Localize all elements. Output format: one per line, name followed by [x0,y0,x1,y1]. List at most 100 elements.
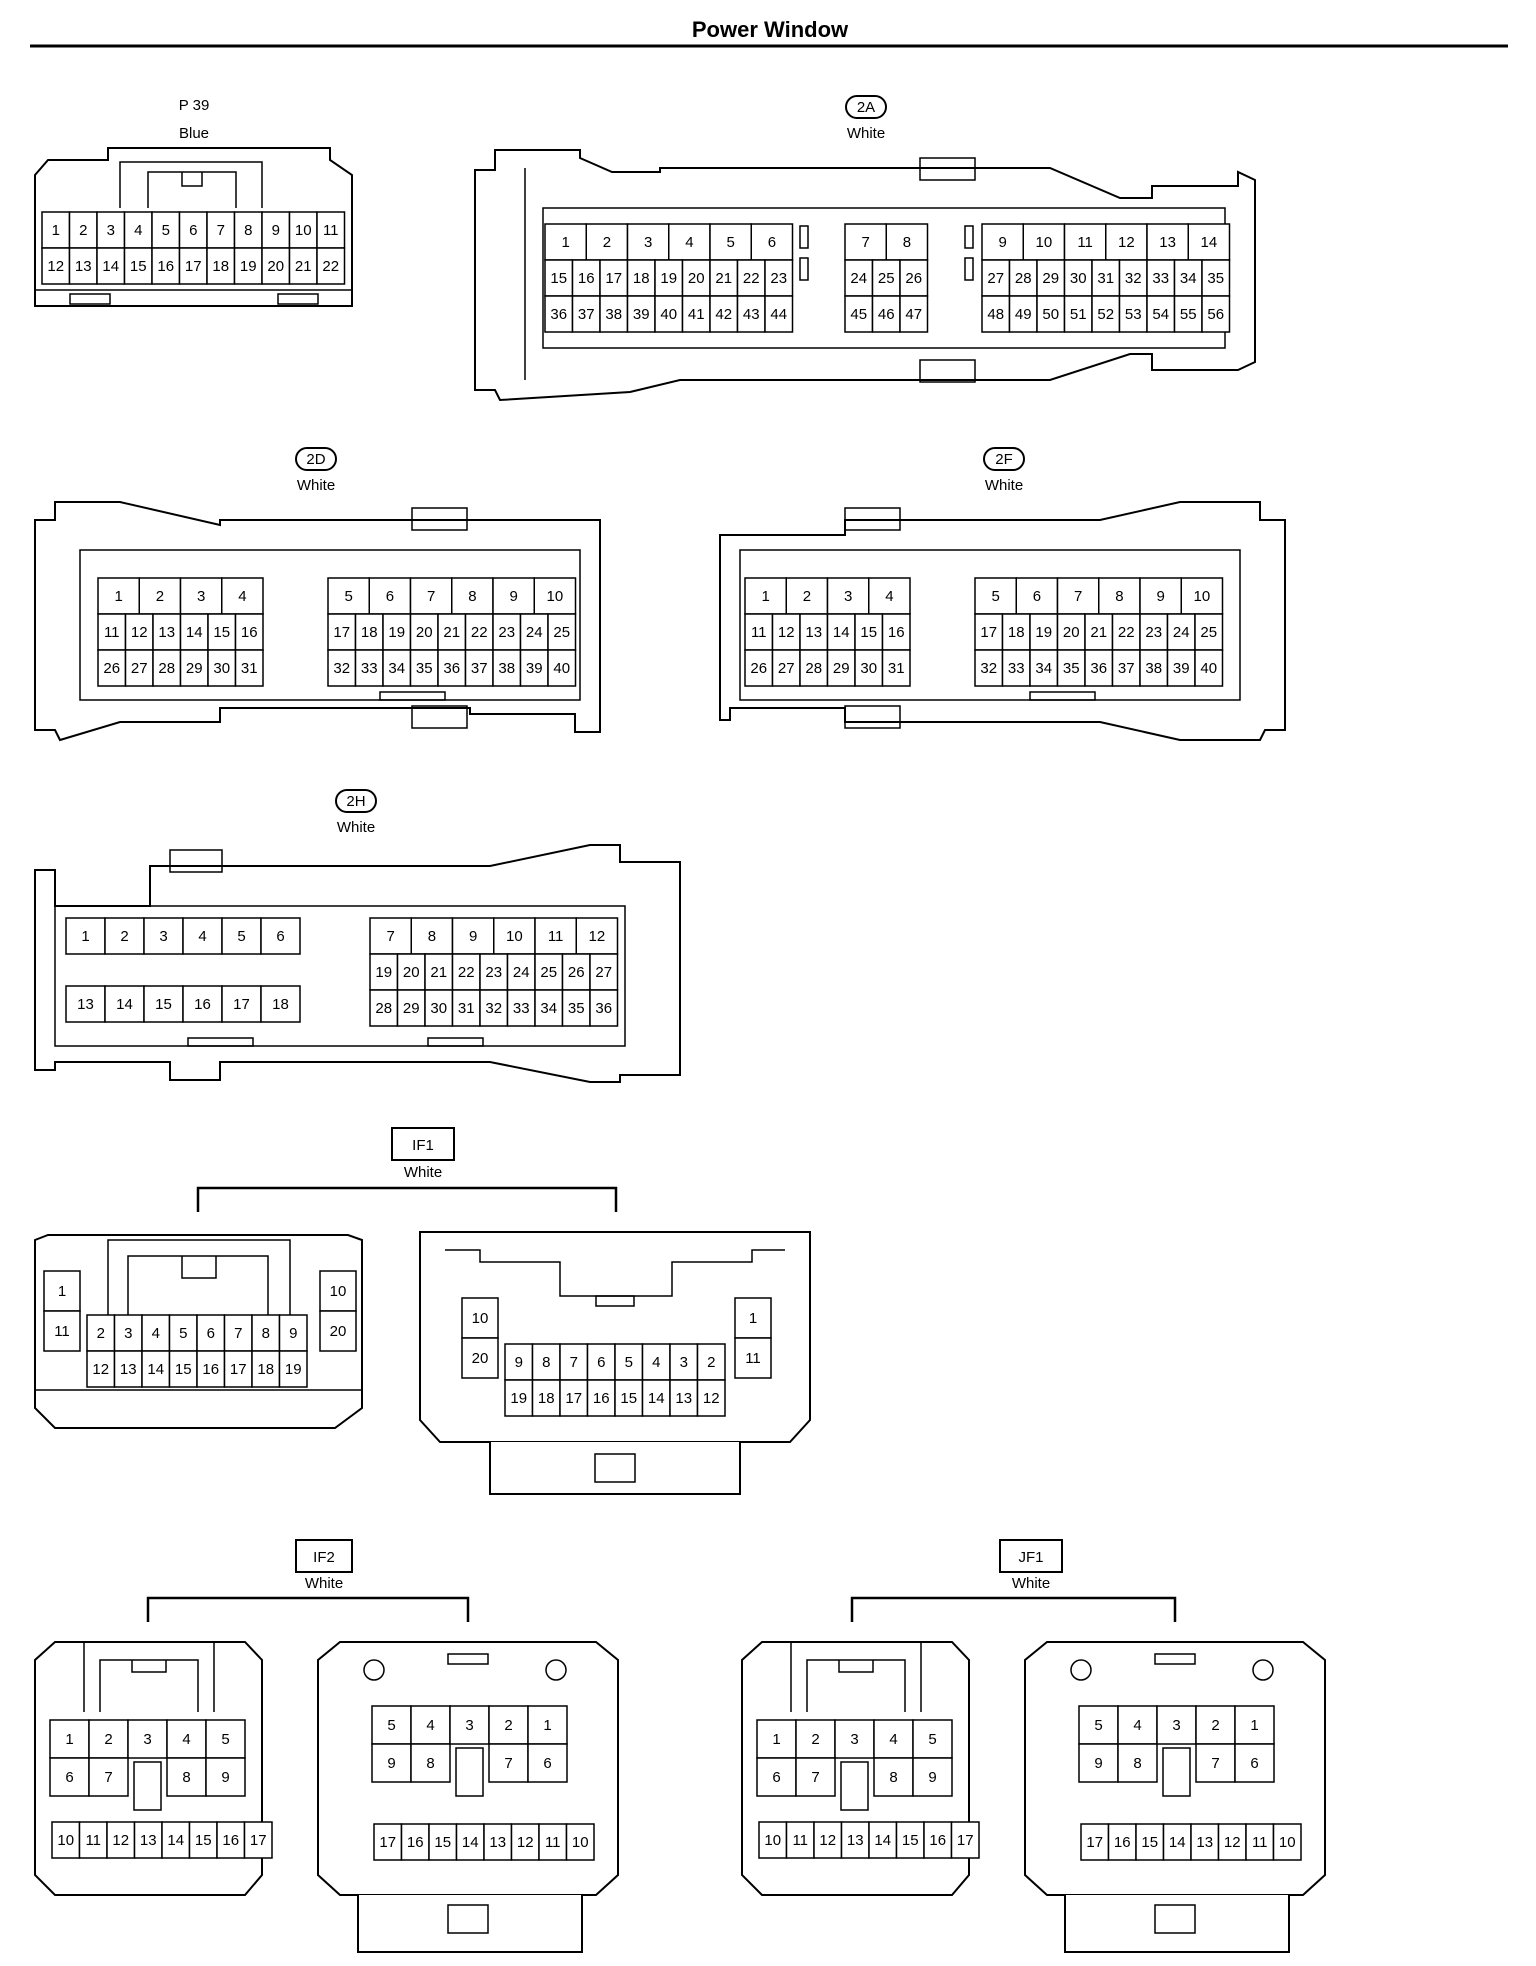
connector-c2a-pin-cell [1146,259,1176,297]
connector-c2a-pin-label: 28 [1015,270,1032,287]
connector-c2d-pin-label: 14 [186,624,203,641]
connector-if2-male-pin-label: 1 [65,1731,73,1748]
connector-p39-color: Blue [179,125,209,142]
connector-jf1-male-pin-cell [756,1757,797,1797]
connector-if2-male-pin-label: 4 [182,1731,190,1748]
connector-c2d-pin-label: 27 [131,660,148,677]
connector-p39-pin-label: 4 [134,222,142,239]
connector-c2f-pin-label: 6 [1033,588,1041,605]
connector-c2f-pin-label: 19 [1035,624,1052,641]
connector-if1-male-pin-cell [141,1350,171,1388]
connector-c2d-pin-cell [327,649,357,687]
connector-p39-pin-cell [68,247,98,285]
connector-if1-male-pin-label: 10 [330,1283,347,1300]
connector-c2d-pin-label: 1 [114,588,122,605]
connector-c2f-pin-label: 12 [778,624,795,641]
connector-c2f-pin-label: 15 [860,624,877,641]
connector-jf1-female-hole-left [1070,1659,1092,1681]
connector-if2-male-pin-label: 2 [104,1731,112,1748]
connector-if1-bracket [196,1186,618,1212]
connector-2f-name: 2F [995,451,1013,468]
connector-p39-pin-cell [123,211,153,249]
connector-if2-female-key [447,1653,489,1665]
connector-2h-color: White [337,819,375,836]
connector-c2a-pin-label: 20 [688,270,705,287]
connector-2d-top-lock [411,507,468,531]
connector-p39-pin-cell [261,211,291,249]
connector-if1-male-pin-cell [278,1350,308,1388]
connector-c2d-pin-label: 19 [388,624,405,641]
connector-jf1-female-pin-cell [1190,1823,1220,1861]
connector-jf1-male-pin-cell [912,1757,953,1797]
connector-c2d-pin-label: 17 [333,624,350,641]
connector-jf1-color: White [1012,1575,1050,1592]
connector-if2-female-pin-cell [371,1743,412,1783]
connector-c2f-pin-cell [1111,613,1141,651]
connector-if2-male-pin-label: 7 [104,1769,112,1786]
connector-if1-female-pin-label: 20 [472,1350,489,1367]
connector-c2f-pin-label: 4 [885,588,893,605]
connector-c2f-pin-label: 9 [1156,588,1164,605]
connector-jf1-male-pin-label: 8 [889,1769,897,1786]
connector-c2h-pin-cell [182,917,223,955]
connector-if2-male-pin-cell [88,1719,129,1759]
connector-c2f-pin-label: 33 [1008,660,1025,677]
connector-if2-female-pin-cell [428,1823,458,1861]
connector-c2a-pin-cell [871,259,901,297]
connector-c2f-pin-label: 14 [833,624,850,641]
connector-if2-female-pin-cell [400,1823,430,1861]
connector-if1-female-pin-cell [461,1297,499,1339]
connector-c2h-pin-label: 3 [159,928,167,945]
connector-c2a-pin-cell [899,259,929,297]
connector-if2-female-pin-cell [371,1705,412,1745]
connector-2d-name: 2D [306,451,325,468]
connector-c2a-pin-label: 42 [715,306,732,323]
connector-if1-female-pin-label: 10 [472,1310,489,1327]
connector-c2h-pin-label: 4 [198,928,206,945]
connector-c2f-pin-cell [771,613,801,651]
connector-2h-name: 2H [346,793,365,810]
connector-c2f-pin-label: 39 [1173,660,1190,677]
connector-c2h-pin-cell [506,989,536,1027]
connector-2d-inner-frame [79,549,581,701]
connector-c2d-pin-label: 30 [213,660,230,677]
connector-c2h-pin-label: 5 [237,928,245,945]
connector-if1-male-pin-label: 18 [257,1361,274,1378]
connector-jf1-name: JF1 [1018,1549,1043,1566]
connector-c2a-pin-label: 46 [878,306,895,323]
connector-if2-female-pin-cell [455,1823,485,1861]
connector-p39-pin-label: 9 [272,222,280,239]
connector-2d-release-slot [379,691,446,701]
connector-c2h-pin-label: 26 [568,964,585,981]
connector-if2-male-latch [83,1641,215,1712]
connector-p39-pin-label: 5 [162,222,170,239]
connector-if1-female-pin-cell [586,1379,616,1417]
connector-if1-male-pin-label: 7 [234,1325,242,1342]
connector-p39-pin-label: 7 [217,222,225,239]
connector-if1-male-pin-cell [251,1314,281,1352]
connector-c2a-pin-label: 45 [850,306,867,323]
connector-if1-male-pin-cell [223,1350,253,1388]
connector-if1-female-pin-cell [461,1337,499,1379]
connector-if1-female-pin-cell [531,1379,561,1417]
connector-c2d-pin-label: 34 [388,660,405,677]
connector-c2a-pin-cell [736,259,766,297]
connector-jf1-male-pin-label: 5 [928,1731,936,1748]
connector-c2a-pin-cell [981,223,1024,261]
connector-c2d-pin-cell [547,613,577,651]
connector-c2a-pin-label: 44 [770,306,787,323]
connector-c2h-pin-label: 8 [428,928,436,945]
connector-c2h-pin-label: 35 [568,1000,585,1017]
connector-c2a-pin-cell [1118,259,1148,297]
connector-c2h-pin-label: 11 [548,928,564,945]
connector-jf1-female-pin-label: 15 [1141,1834,1158,1851]
connector-p39-pin-label: 17 [185,258,202,275]
connector-c2a-pin-cell [844,295,874,333]
connector-2a-name: 2A [857,99,875,116]
connector-2a-top-lock [919,157,976,181]
connector-if2-female-pin-label: 9 [387,1755,395,1772]
connector-c2h-pin-cell [369,917,412,955]
